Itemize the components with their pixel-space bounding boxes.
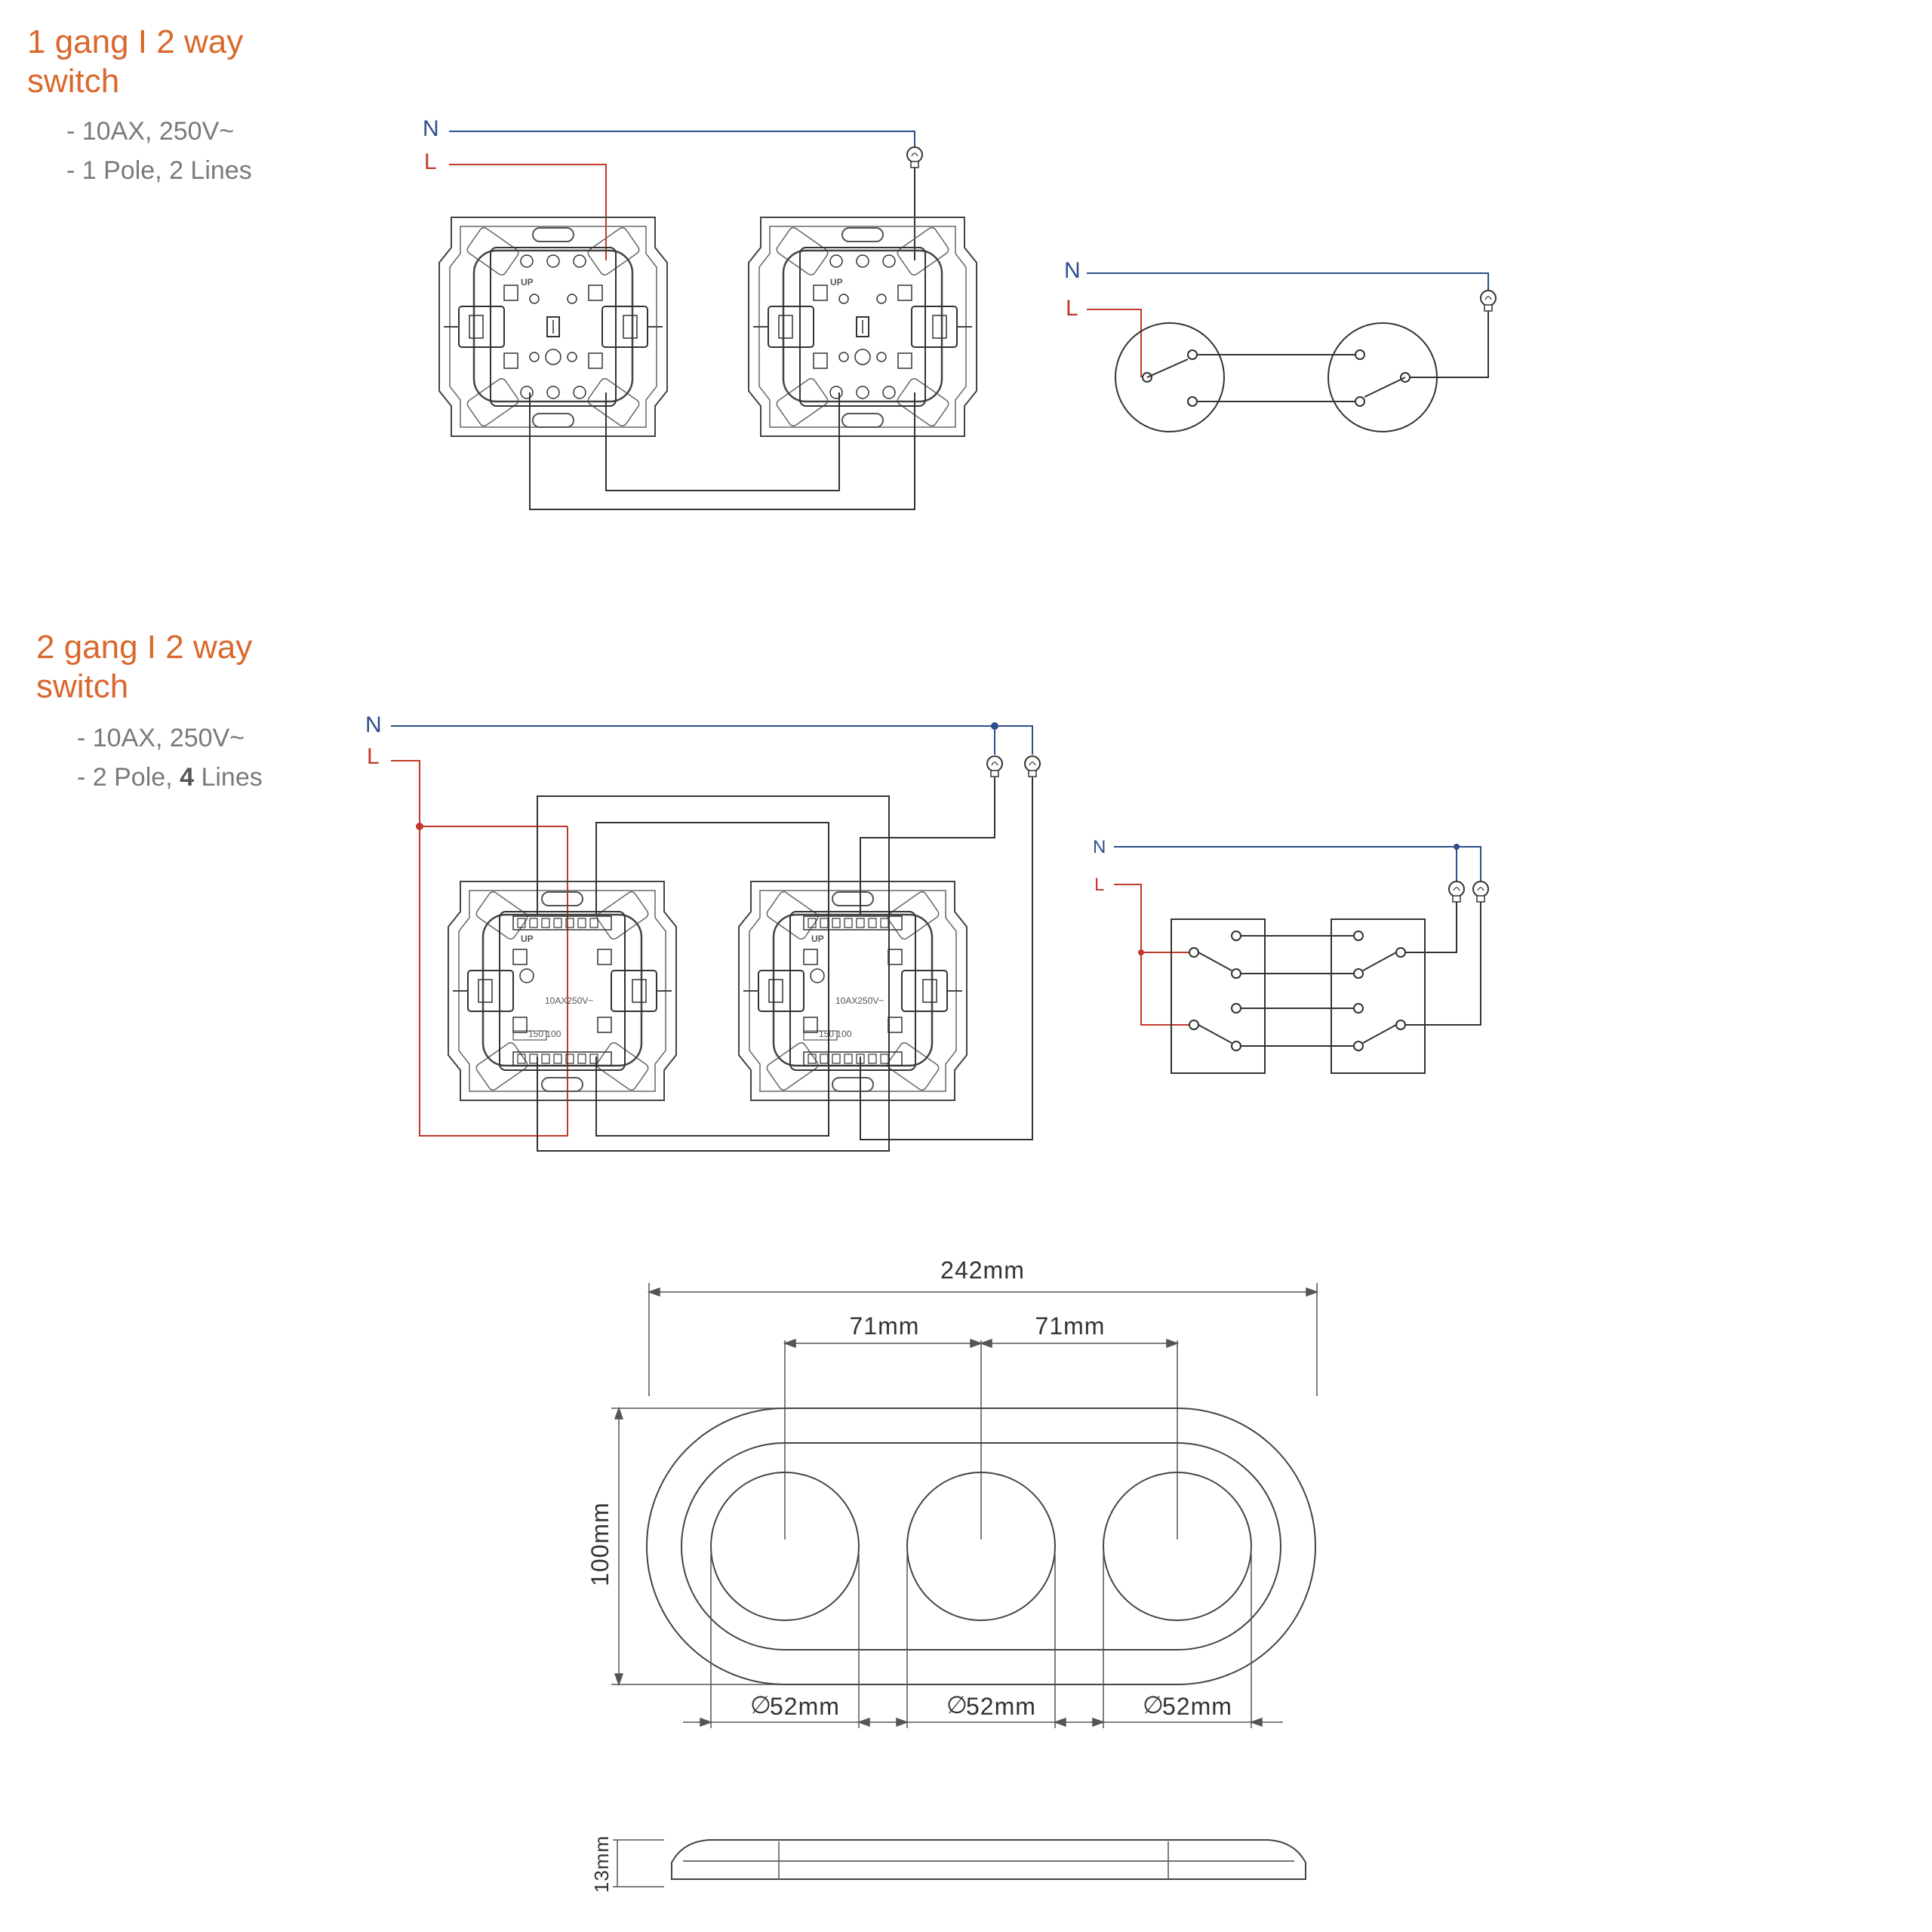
section2-title-line1: 2 gang I 2 way bbox=[36, 629, 253, 666]
diameter-symbol-2: ∅ bbox=[946, 1691, 968, 1718]
s2-left-up-label: UP bbox=[521, 934, 534, 944]
section1-title-line2: switch bbox=[27, 63, 120, 100]
s1-schem-live-wire bbox=[1087, 309, 1142, 377]
s2-traveller-2 bbox=[595, 822, 829, 1137]
s2-schem-switch-a bbox=[1171, 918, 1266, 1074]
s2-right-rating: 10AX250V~ bbox=[835, 995, 884, 1006]
s2-lamp-2-return bbox=[860, 777, 1033, 1140]
s1-neutral-wire bbox=[449, 131, 915, 147]
section1-title-line1: 1 gang I 2 way bbox=[27, 23, 244, 60]
section2-title-line2: switch bbox=[36, 668, 129, 705]
s1-left-up-label: UP bbox=[521, 277, 534, 288]
s2-live-label: L bbox=[367, 744, 380, 769]
s2-live-wire bbox=[391, 760, 568, 1137]
s2-switch-right bbox=[739, 881, 967, 1100]
s1-schem-neutral-wire bbox=[1087, 272, 1489, 291]
dim-diameter-1: 52mm bbox=[770, 1693, 840, 1720]
section2-spec-poles-suffix: Lines bbox=[194, 763, 263, 792]
s2-right-code: 150 100 bbox=[819, 1029, 852, 1039]
s1-schem-live-label: L bbox=[1066, 296, 1078, 321]
s1-schem-switch-a bbox=[1115, 322, 1225, 432]
s2-schem-lamp-1-icon bbox=[1448, 881, 1465, 903]
section2-spec-poles-count: 4 bbox=[180, 763, 194, 792]
dim-height: 100mm bbox=[586, 1502, 614, 1586]
s1-switch-right bbox=[749, 217, 977, 436]
s2-switch-left bbox=[448, 881, 676, 1100]
dim-total-width: 242mm bbox=[940, 1257, 1025, 1284]
s1-live-label: L bbox=[424, 149, 437, 174]
dim-diameter-2: 52mm bbox=[966, 1693, 1036, 1720]
s1-lamp-icon bbox=[906, 146, 923, 168]
dim-diameter-3: 52mm bbox=[1162, 1693, 1232, 1720]
s1-schem-switch-b bbox=[1327, 322, 1438, 432]
section2-spec-rating: - 10AX, 250V~ bbox=[77, 724, 245, 752]
s2-neutral-label: N bbox=[365, 712, 382, 737]
diameter-symbol-3: ∅ bbox=[1143, 1691, 1164, 1718]
s2-right-up-label: UP bbox=[811, 934, 824, 944]
s1-switch-left bbox=[439, 217, 667, 436]
s2-schem-switch-b bbox=[1331, 918, 1426, 1074]
section1-spec-rating: - 10AX, 250V~ bbox=[66, 117, 235, 146]
section1-spec-poles: - 1 Pole, 2 Lines bbox=[66, 156, 252, 185]
s1-traveller-1 bbox=[529, 392, 915, 510]
s2-neutral-wire bbox=[391, 725, 1033, 755]
section2-spec-poles-prefix: - 2 Pole, bbox=[77, 763, 180, 792]
s2-left-code: 150 100 bbox=[528, 1029, 561, 1039]
s1-live-wire bbox=[449, 164, 607, 260]
s2-schem-live-label: L bbox=[1094, 875, 1104, 895]
dim-depth: 13mm bbox=[590, 1835, 613, 1893]
s1-right-up-label: UP bbox=[830, 277, 843, 288]
s2-schem-neutral-wire bbox=[1114, 846, 1481, 881]
s2-schem-neutral-label: N bbox=[1093, 837, 1106, 857]
s2-lamp-1-icon bbox=[986, 755, 1003, 777]
s1-schem-neutral-label: N bbox=[1064, 258, 1081, 283]
s2-schem-lamp-2-icon bbox=[1472, 881, 1489, 903]
dim-pitch-left: 71mm bbox=[850, 1312, 920, 1340]
s2-traveller-1 bbox=[537, 795, 890, 1152]
s2-lamp-1-return bbox=[860, 777, 995, 915]
s2-left-rating: 10AX250V~ bbox=[545, 995, 593, 1006]
s1-traveller-2 bbox=[605, 392, 840, 491]
section2-spec-poles: - 2 Pole, 4 Lines bbox=[77, 758, 263, 797]
dim-pitch-right: 71mm bbox=[1035, 1312, 1106, 1340]
s2-schem-live-wire bbox=[1114, 884, 1194, 1026]
s2-lamp-2-icon bbox=[1024, 755, 1041, 777]
s1-schem-lamp-icon bbox=[1480, 290, 1497, 312]
s1-neutral-label: N bbox=[423, 116, 439, 141]
diameter-symbol-1: ∅ bbox=[750, 1691, 772, 1718]
